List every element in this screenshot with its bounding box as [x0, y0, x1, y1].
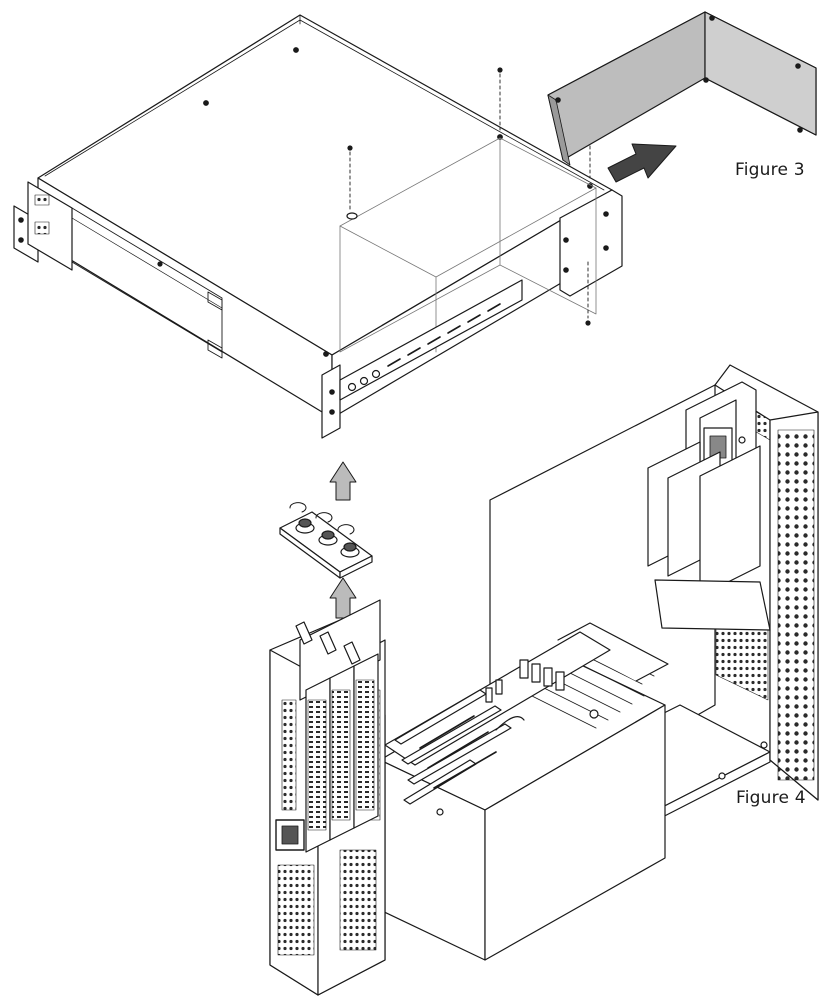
rack-enclosure [13, 14, 623, 439]
open-chassis [269, 364, 819, 996]
lift-arrow-lower [329, 577, 357, 619]
phantom-bracket [339, 137, 597, 353]
lift-arrow-upper [329, 461, 357, 501]
drive-cage [647, 381, 771, 631]
pcie-slots [394, 689, 512, 805]
figure-4-label: Figure 4 [736, 788, 806, 808]
front-vent-left [281, 699, 297, 811]
rear-vent-grille [777, 429, 815, 781]
right-rack-ear [321, 364, 341, 439]
terminal-block [279, 502, 373, 579]
slide-arrow [607, 143, 677, 183]
figure-3-label: Figure 3 [735, 160, 805, 180]
l-mounting-bracket [547, 11, 817, 166]
